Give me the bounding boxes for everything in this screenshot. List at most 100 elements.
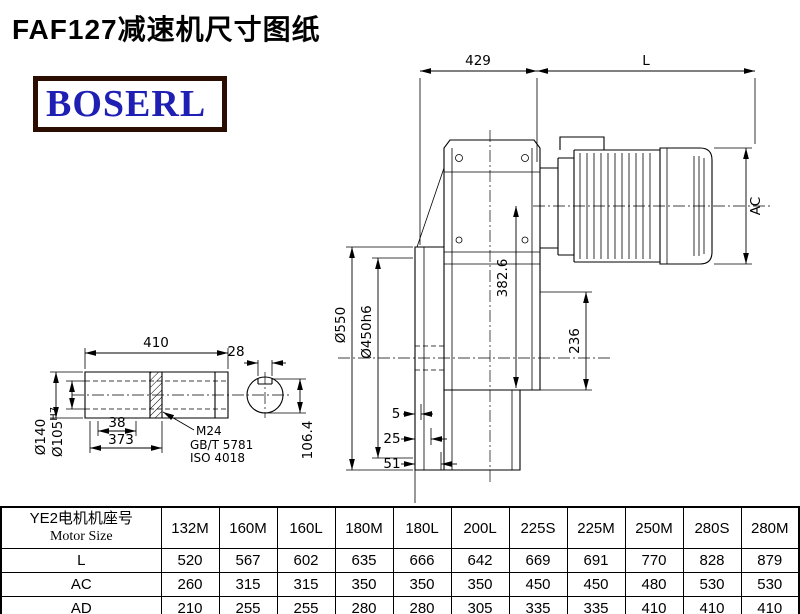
dim-28-label: 28 <box>227 344 244 360</box>
table-cell: 410 <box>740 596 800 614</box>
dim-429-label: 429 <box>465 53 491 69</box>
table-cell: 335 <box>508 596 568 614</box>
motor-size-table: YE2电机机座号 Motor Size 132M 160M 160L 180M … <box>0 506 800 614</box>
table-cell: 602 <box>276 548 336 573</box>
table-row-AC: AC 260 315 315 350 350 350 450 450 480 5… <box>0 572 800 597</box>
thread-callout: M24 GB/T 5781 ISO 4018 <box>162 411 253 465</box>
dim-106-4-label: 106.4 <box>300 421 316 460</box>
table-cell: 335 <box>566 596 626 614</box>
column-header: 160M <box>218 506 278 549</box>
boserl-logo: BOSERL <box>33 76 227 132</box>
dim-236: 236 <box>520 291 592 391</box>
table-cell: 350 <box>392 572 452 597</box>
dim-106-4: 106.4 <box>265 378 316 460</box>
column-header: 200L <box>450 506 510 549</box>
table-cell: 410 <box>682 596 742 614</box>
dim-236-label: 236 <box>567 328 583 354</box>
dim-373-label: 373 <box>108 432 134 448</box>
standard-gb-label: GB/T 5781 <box>190 438 253 452</box>
page-title: FAF127减速机尺寸图纸 <box>12 14 321 45</box>
table-cell: 315 <box>276 572 336 597</box>
dim-28: 28 <box>227 344 286 376</box>
thread-label: M24 <box>196 424 222 438</box>
fan-cover <box>659 147 713 265</box>
table-header-row: YE2电机机座号 Motor Size 132M 160M 160L 180M … <box>0 506 800 549</box>
dim-flange-od-label: Ø550 <box>333 307 349 343</box>
table-cell: 305 <box>450 596 510 614</box>
dim-5-label: 5 <box>392 406 401 422</box>
row-label: AC <box>0 572 162 597</box>
dim-38-label: 38 <box>108 415 125 431</box>
dim-373: 373 <box>89 421 163 453</box>
table-cell: 255 <box>218 596 278 614</box>
table-cell: 567 <box>218 548 278 573</box>
terminal-box <box>559 136 605 150</box>
dim-spigot-label: Ø450h6 <box>359 305 375 359</box>
motor-size-header-en: Motor Size <box>49 528 113 544</box>
dimension-drawing: 429 L AC 382.6 Ø5 <box>33 53 770 503</box>
table-cell: 770 <box>624 548 684 573</box>
motor-size-header-cell: YE2电机机座号 Motor Size <box>0 506 162 549</box>
dim-410: 410 <box>84 335 229 369</box>
column-header: 132M <box>160 506 220 549</box>
standard-iso-label: ISO 4018 <box>190 451 245 465</box>
dim-bore-tolerance: H7 <box>49 407 60 421</box>
table-cell: 642 <box>450 548 510 573</box>
gearbox-housing <box>443 139 541 471</box>
table-cell: 691 <box>566 548 626 573</box>
dim-25-label: 25 <box>383 431 400 447</box>
dim-5-25-51: 5 25 51 <box>383 404 457 503</box>
row-label: L <box>0 548 162 573</box>
dim-shaft-od: Ø140 <box>33 371 83 455</box>
output-flange <box>414 167 445 471</box>
table-cell: 280 <box>334 596 394 614</box>
table-cell: 210 <box>160 596 220 614</box>
table-cell: 520 <box>160 548 220 573</box>
shaft-detail-view: 410 Ø140 Ø105H7 28 <box>33 335 316 465</box>
column-header: 180M <box>334 506 394 549</box>
dim-L-label: L <box>642 53 650 69</box>
shaft-end-view <box>246 372 284 418</box>
table-cell: 280 <box>392 596 452 614</box>
column-header: 225M <box>566 506 626 549</box>
table-cell: 260 <box>160 572 220 597</box>
main-view: 429 L AC 382.6 Ø5 <box>333 53 770 503</box>
dim-429: 429 <box>419 53 538 245</box>
motor-size-header-cn: YE2电机机座号 <box>29 510 133 528</box>
table-row-AD: AD 210 255 255 280 280 305 335 335 410 4… <box>0 596 800 614</box>
table-cell: 669 <box>508 548 568 573</box>
table-cell: 350 <box>450 572 510 597</box>
dim-shaft-od-label: Ø140 <box>33 419 49 455</box>
dim-flange-od: Ø550 <box>333 246 413 471</box>
table-row-L: L 520 567 602 635 666 642 669 691 770 82… <box>0 548 800 573</box>
row-label: AD <box>0 596 162 614</box>
dim-382-6-label: 382.6 <box>495 259 511 298</box>
column-header: 160L <box>276 506 336 549</box>
table-cell: 315 <box>218 572 278 597</box>
dim-L: L <box>537 53 756 144</box>
table-cell: 635 <box>334 548 394 573</box>
table-cell: 450 <box>508 572 568 597</box>
table-cell: 530 <box>682 572 742 597</box>
column-header: 225S <box>508 506 568 549</box>
dim-38: 38 <box>97 415 137 436</box>
boserl-logo-text: BOSERL <box>46 83 207 125</box>
dim-AC: AC <box>714 147 764 265</box>
dim-51-label: 51 <box>383 456 400 472</box>
table-cell: 879 <box>740 548 800 573</box>
table-cell: 828 <box>682 548 742 573</box>
table-cell: 450 <box>566 572 626 597</box>
dim-382-6: 382.6 <box>495 206 519 388</box>
table-cell: 350 <box>334 572 394 597</box>
table-cell: 530 <box>740 572 800 597</box>
table-cell: 410 <box>624 596 684 614</box>
dim-bore-base: Ø105 <box>50 421 66 457</box>
column-header: 280S <box>682 506 742 549</box>
table-cell: 255 <box>276 596 336 614</box>
table-cell: 480 <box>624 572 684 597</box>
column-header: 250M <box>624 506 684 549</box>
motor-adapter <box>540 157 574 256</box>
dim-spigot: Ø450h6 <box>359 257 413 459</box>
motor-body <box>559 136 660 263</box>
